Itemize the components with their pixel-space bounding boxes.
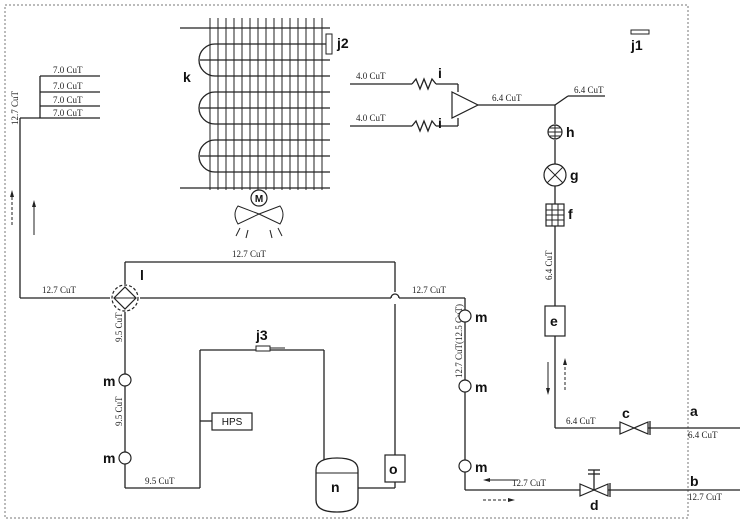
- pipe-label-cap1: 4.0 CuT: [356, 71, 386, 81]
- label-i1: i: [438, 65, 442, 81]
- muffler-m5: [458, 459, 472, 473]
- pipe-label-bottom-64: 6.4 CuT: [566, 416, 596, 426]
- service-valve-c: [619, 421, 651, 435]
- filter-e: [544, 305, 566, 337]
- pipe-label-mid-top: 12.7 CuT: [232, 249, 267, 259]
- outdoor-unit-boundary: [4, 4, 689, 519]
- label-o: o: [389, 461, 398, 477]
- pipe-label-dist-top: 6.4 CuT: [574, 85, 604, 95]
- pipe-label-7-1: 7.0 CuT: [53, 65, 83, 75]
- pipe-label-7-2: 7.0 CuT: [53, 81, 83, 91]
- label-f: f: [568, 206, 573, 222]
- pipe-label-95-lower: 9.5 CuT: [114, 396, 124, 426]
- ambient-sensor-j1: [630, 29, 650, 35]
- condenser-coil: [180, 18, 333, 190]
- pipe-label-7-4: 7.0 CuT: [53, 108, 83, 118]
- label-j2: j2: [336, 35, 349, 51]
- pipe-label-right-vertical: 6.4 CuT: [544, 250, 554, 280]
- expansion-valve-g: [543, 163, 567, 187]
- flow-arrow-bottom: [483, 478, 518, 502]
- flow-arrow-left: [10, 190, 36, 235]
- main-pipes: [20, 261, 740, 491]
- accumulator: [384, 454, 406, 483]
- muffler-m1: [118, 373, 132, 387]
- label-m2: m: [103, 450, 115, 466]
- label-e: e: [550, 313, 558, 329]
- hps-label: HPS: [222, 417, 243, 428]
- pipe-label-bottom-127: 12.7 CuT: [512, 478, 547, 488]
- label-m1: m: [103, 373, 115, 389]
- label-i2: i: [438, 115, 442, 131]
- label-k: k: [183, 69, 191, 85]
- high-pressure-switch: HPS: [211, 412, 253, 431]
- muffler-m2: [118, 451, 132, 465]
- pipe-label-mid-vertical: 12.7 CuT(12.5 CuT): [454, 304, 464, 378]
- liquid-line: [554, 105, 740, 429]
- coil-temp-sensor: [325, 33, 333, 55]
- strainer-h: [547, 124, 563, 140]
- label-c: c: [622, 405, 630, 421]
- pipe-label-dist-out: 6.4 CuT: [492, 93, 522, 103]
- label-j3: j3: [255, 327, 268, 343]
- label-g: g: [570, 167, 579, 183]
- capillary-tubes: [350, 77, 459, 133]
- discharge-sensor-j3: [255, 345, 285, 352]
- label-b: b: [690, 473, 699, 489]
- four-way-valve: [111, 284, 139, 312]
- filter-f: [545, 203, 565, 227]
- pipe-label-95-upper: 9.5 CuT: [114, 312, 124, 342]
- compressor: [315, 457, 359, 513]
- pipe-label-left-horizontal: 12.7 CuT: [42, 285, 77, 295]
- pipe-label-a: 6.4 CuT: [688, 430, 718, 440]
- pipe-label-right-horizontal: 12.7 CuT: [412, 285, 447, 295]
- fan-motor: M: [234, 189, 284, 239]
- label-h: h: [566, 124, 575, 140]
- distributor: [451, 91, 605, 119]
- label-d: d: [590, 497, 599, 513]
- muffler-m3: [458, 309, 472, 323]
- pipe-label-b: 12.7 CuT: [688, 492, 723, 502]
- muffler-m4: [458, 379, 472, 393]
- pipe-label-7-3: 7.0 CuT: [53, 95, 83, 105]
- pipe-label-cap2: 4.0 CuT: [356, 113, 386, 123]
- label-m5: m: [475, 459, 487, 475]
- motor-label: M: [255, 194, 263, 205]
- pipe-label-left-vertical: 12.7 CuT: [10, 90, 20, 125]
- label-l: l: [140, 267, 144, 283]
- label-j1: j1: [630, 37, 643, 53]
- branch-pipes: [19, 75, 100, 298]
- label-m3: m: [475, 309, 487, 325]
- label-a: a: [690, 403, 698, 419]
- label-m4: m: [475, 379, 487, 395]
- pipe-label-95-bottom: 9.5 CuT: [145, 476, 175, 486]
- flow-arrow-right: [546, 358, 567, 395]
- label-n: n: [331, 479, 340, 495]
- service-valve-d: [579, 469, 611, 497]
